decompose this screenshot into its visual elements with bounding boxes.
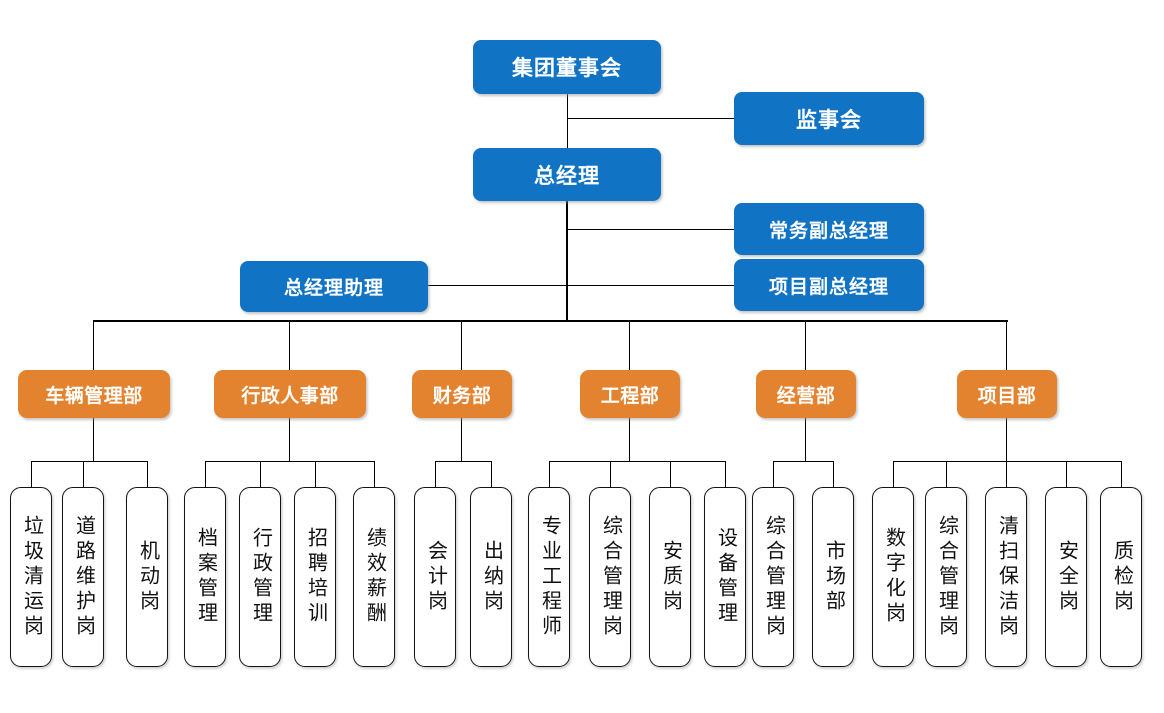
node-post-digitalization[interactable]: 数字化岗 (872, 487, 914, 667)
connector-bus-to-project (1006, 320, 1007, 370)
connector-vehicle-bus (31, 461, 147, 462)
node-post-quality-inspection[interactable]: 质检岗 (1100, 487, 1142, 667)
node-board[interactable]: 集团董事会 (473, 40, 661, 94)
node-post-administrative-management[interactable]: 行政管理 (239, 487, 281, 667)
connector-board-to-supervisory (567, 118, 734, 119)
connector-project-child-2 (1006, 461, 1007, 488)
node-department-admin-hr[interactable]: 行政人事部 (214, 370, 366, 418)
connector-admin-hr-child-1 (260, 461, 261, 488)
connector-bus-to-admin-hr (289, 320, 290, 370)
connector-vehicle-child-1 (83, 461, 84, 488)
connector-admin-hr-child-0 (205, 461, 206, 488)
node-executive-deputy-manager[interactable]: 常务副总经理 (734, 203, 924, 255)
node-department-project[interactable]: 项目部 (957, 370, 1057, 418)
node-post-recruitment-training[interactable]: 招聘培训 (294, 487, 336, 667)
connector-operations-bus (773, 461, 833, 462)
node-post-performance-compensation[interactable]: 绩效薪酬 (353, 487, 395, 667)
connector-vehicle-child-2 (147, 461, 148, 488)
node-post-safety-quality[interactable]: 安质岗 (649, 487, 691, 667)
node-post-cleaning-sanitation[interactable]: 清扫保洁岗 (985, 487, 1027, 667)
node-department-finance[interactable]: 财务部 (412, 370, 512, 418)
node-post-project-general-management[interactable]: 综合管理岗 (925, 487, 967, 667)
connector-bus-to-operations (805, 320, 806, 370)
node-post-mobile-duty[interactable]: 机动岗 (126, 487, 168, 667)
connector-vehicle-child-0 (31, 461, 32, 488)
connector-bus-to-finance (461, 320, 462, 370)
connector-gm-spine (566, 201, 568, 321)
node-post-archive-management[interactable]: 档案管理 (184, 487, 226, 667)
connector-project-drop (1006, 418, 1007, 461)
node-post-engineering-general-management[interactable]: 综合管理岗 (589, 487, 631, 667)
connector-finance-child-1 (491, 461, 492, 488)
connector-engineering-child-0 (549, 461, 550, 488)
connector-project-child-3 (1066, 461, 1067, 488)
node-project-deputy-manager[interactable]: 项目副总经理 (734, 259, 924, 311)
node-post-accounting[interactable]: 会计岗 (414, 487, 456, 667)
node-department-vehicle[interactable]: 车辆管理部 (18, 370, 170, 418)
connector-operations-child-1 (833, 461, 834, 488)
connector-project-child-4 (1121, 461, 1122, 488)
node-general-manager[interactable]: 总经理 (473, 148, 661, 201)
connector-admin-hr-child-3 (374, 461, 375, 488)
connector-engineering-child-2 (670, 461, 671, 488)
node-department-operations[interactable]: 经营部 (756, 370, 856, 418)
connector-main-bus (93, 320, 1008, 322)
node-post-marketing[interactable]: 市场部 (812, 487, 854, 667)
connector-engineering-child-1 (610, 461, 611, 488)
connector-gm-to-assistant (428, 285, 567, 286)
node-post-professional-engineer[interactable]: 专业工程师 (528, 487, 570, 667)
connector-project-child-1 (946, 461, 947, 488)
node-department-engineering[interactable]: 工程部 (580, 370, 680, 418)
connector-operations-child-0 (773, 461, 774, 488)
node-post-safety[interactable]: 安全岗 (1045, 487, 1087, 667)
connector-bus-to-vehicle (93, 320, 94, 370)
node-general-manager-assistant[interactable]: 总经理助理 (240, 261, 428, 312)
connector-board-to-gm (567, 94, 568, 148)
connector-admin-hr-child-2 (315, 461, 316, 488)
node-post-cashier[interactable]: 出纳岗 (470, 487, 512, 667)
node-supervisory-board[interactable]: 监事会 (734, 92, 924, 145)
connector-operations-drop (805, 418, 806, 461)
connector-gm-to-exec-deputy (567, 229, 734, 230)
node-post-operations-general-management[interactable]: 综合管理岗 (752, 487, 794, 667)
connector-admin-hr-drop (289, 418, 290, 461)
connector-finance-child-0 (435, 461, 436, 488)
connector-engineering-bus (549, 461, 725, 462)
connector-gm-to-project-deputy (567, 285, 734, 286)
connector-bus-to-engineering (629, 320, 630, 370)
node-post-waste-transport[interactable]: 垃圾清运岗 (10, 487, 52, 667)
node-post-equipment-management[interactable]: 设备管理 (704, 487, 746, 667)
connector-finance-drop (461, 418, 462, 461)
connector-project-child-0 (893, 461, 894, 488)
connector-admin-hr-bus (205, 461, 374, 462)
connector-engineering-drop (629, 418, 630, 461)
node-post-road-maintenance[interactable]: 道路维护岗 (62, 487, 104, 667)
connector-project-bus (893, 461, 1121, 462)
connector-vehicle-drop (93, 418, 94, 461)
connector-engineering-child-3 (725, 461, 726, 488)
connector-finance-bus (435, 461, 491, 462)
